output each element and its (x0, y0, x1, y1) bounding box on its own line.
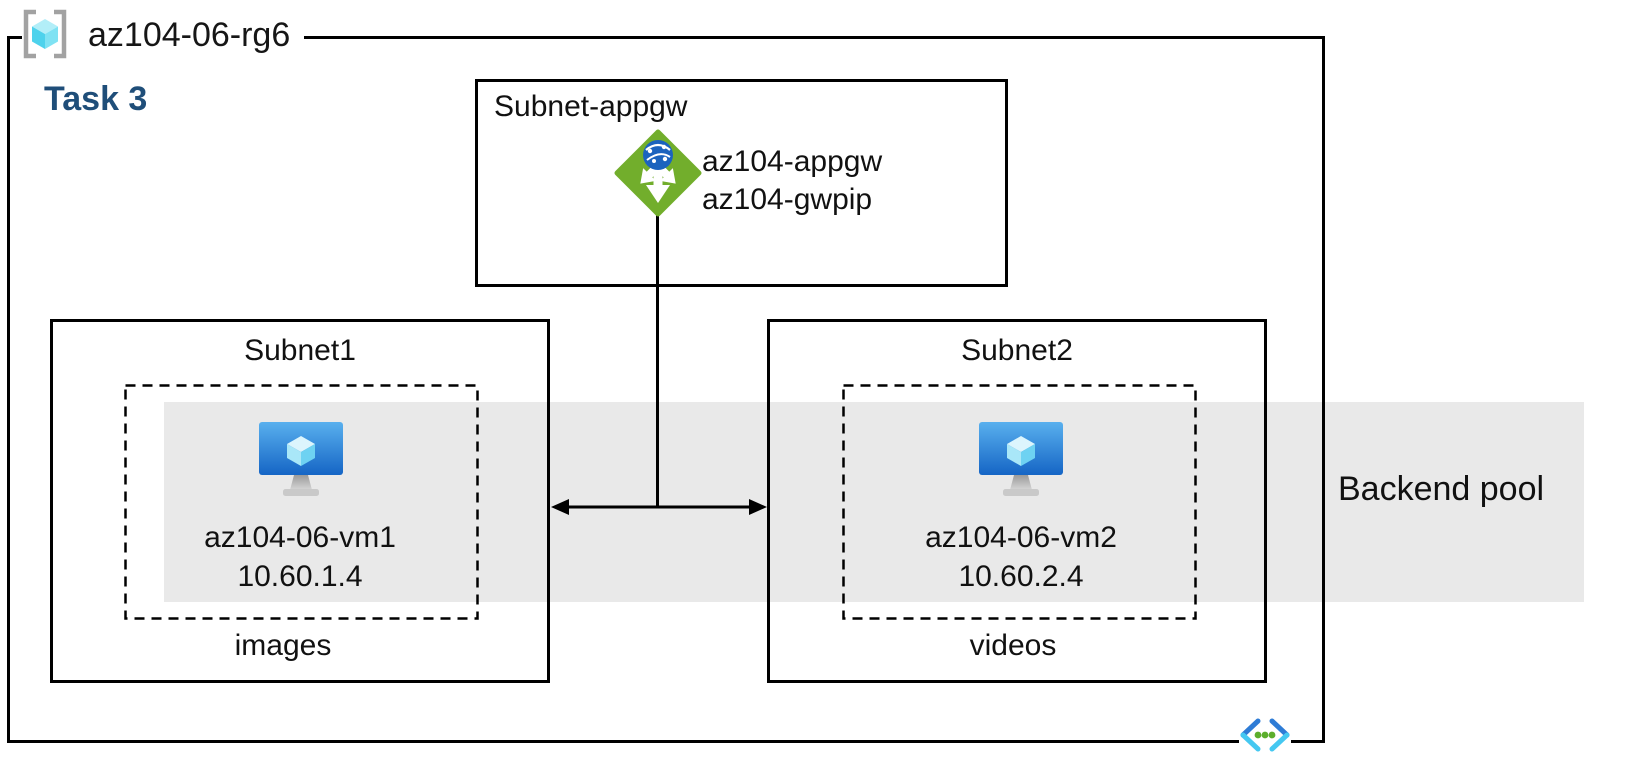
vm1-text: az104-06-vm1 10.60.1.4 (150, 518, 450, 596)
subnet1-box: Subnet1 (50, 319, 550, 683)
backend-pool-band (164, 402, 1584, 602)
subnet1-dashed-boundary (124, 384, 479, 620)
subnet2-box: Subnet2 (767, 319, 1267, 683)
vm2-text: az104-06-vm2 10.60.2.4 (871, 518, 1171, 596)
gateway-labels: az104-appgw az104-gwpip (702, 143, 882, 219)
gateway-connector-line (656, 210, 659, 508)
backend-pool-label: Backend pool (1338, 470, 1545, 508)
application-gateway-icon (614, 129, 702, 217)
gateway-pip-label: az104-gwpip (702, 183, 873, 216)
vm2-name: az104-06-vm2 (925, 521, 1117, 554)
appgw-subnet-box: Subnet-appgw (475, 79, 1008, 287)
subnet2-dashed-boundary (842, 384, 1197, 620)
resource-group-icon (23, 9, 67, 59)
resource-group-box (7, 36, 1325, 743)
subnet1-container-label: images (234, 629, 332, 662)
vm1-ip: 10.60.1.4 (237, 560, 363, 593)
subnet-link-arrow (551, 499, 767, 515)
task-label: Task 3 (44, 80, 148, 118)
subnet1-title: Subnet1 (244, 334, 356, 367)
gateway-name-label: az104-appgw (702, 145, 883, 178)
subnet2-title: Subnet2 (961, 334, 1073, 367)
vm1-name: az104-06-vm1 (204, 521, 396, 554)
appgw-subnet-title: Subnet-appgw (494, 90, 688, 123)
resource-group-name: az104-06-rg6 (88, 16, 291, 54)
subnet2-container-label: videos (969, 629, 1057, 662)
virtual-machine-icon (259, 422, 343, 496)
resource-group-label-strip (22, 26, 304, 52)
virtual-machine-icon (979, 422, 1063, 496)
vm2-ip: 10.60.2.4 (958, 560, 1084, 593)
virtual-network-icon (1239, 714, 1291, 756)
